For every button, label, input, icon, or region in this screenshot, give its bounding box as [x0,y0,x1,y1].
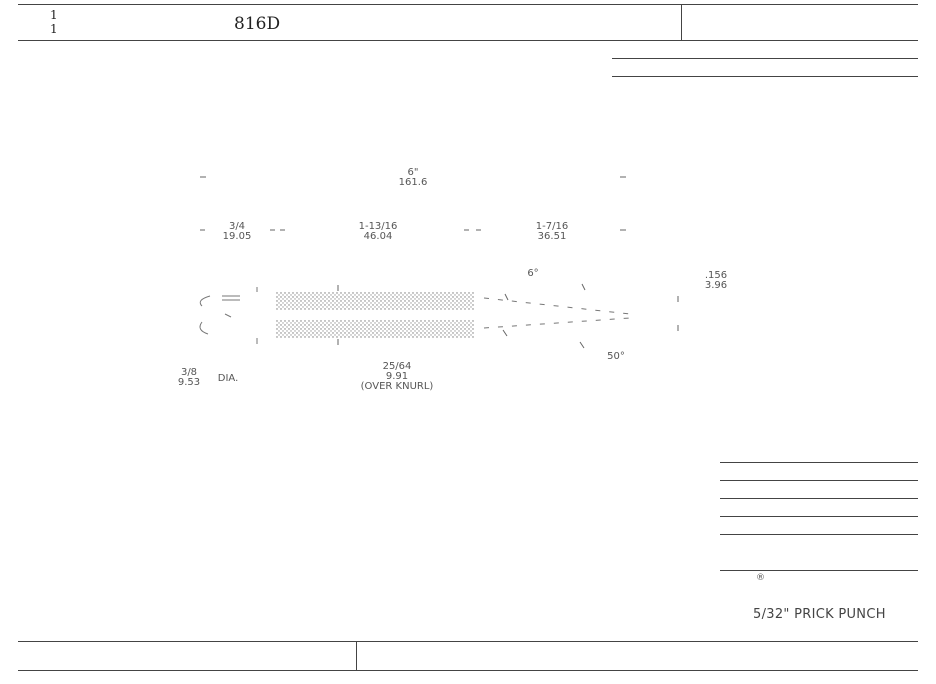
knurl-length-mm: 46.04 [363,231,393,242]
part-number: 816D [234,14,281,34]
head-length-in: 3/4 [228,221,246,232]
knurled-section-upper [276,292,474,310]
notes-line-1 [720,462,918,463]
taper-length-dimension: 1-7/16 36.51 [523,222,581,242]
shank-diameter-in: 3/8 [180,367,198,378]
revision-line-1 [612,58,918,59]
knurl-length-dimension: 1-13/16 46.04 [347,222,409,242]
tip-diameter-mm: 3.96 [704,280,728,291]
sheet-number-top: 1 [50,8,58,22]
notes-line-4 [720,516,918,517]
bottom-block-top-line [18,641,918,642]
revision-line-2 [612,76,918,77]
overall-length-mm: 161.6 [398,177,428,188]
overall-length-in: 6" [407,167,419,178]
bottom-block-bottom-line [18,670,918,671]
top-border-line [18,4,918,5]
taper-transition-marks [502,283,586,349]
head-length-mm: 19.05 [222,231,252,242]
knurl-length-in: 1-13/16 [358,221,398,232]
sheet-number-bottom: 1 [50,22,58,36]
punch-head [199,287,258,344]
bottom-block-divider [356,641,357,670]
knurl-diameter-in: 25/64 [382,361,412,372]
overall-length-dimension: 6" 161.6 [385,168,441,188]
knurl-diameter-mm: 9.91 [385,371,409,382]
shank-diameter-mm: 9.53 [177,377,201,388]
registered-symbol: ® [756,573,765,583]
tip-diameter-in: .156 [704,270,728,281]
head-length-dimension: 3/4 19.05 [212,222,262,242]
notes-line-3 [720,498,918,499]
knurl-diameter-dimension: 25/64 9.91 (OVER KNURL) [345,362,449,392]
taper-length-mm: 36.51 [537,231,567,242]
notes-line-2 [720,480,918,481]
knurled-section-lower [276,320,474,338]
taper-length-in: 1-7/16 [535,221,569,232]
tip-diameter-dimension: .156 3.96 [694,271,738,291]
point-angle-large: 50° [607,351,625,362]
diameter-label: DIA. [217,373,239,384]
taper-angle-small: 6° [527,268,539,279]
knurl-note: (OVER KNURL) [360,381,434,392]
notes-line-6 [720,570,918,571]
notes-line-5 [720,534,918,535]
shank-diameter-dimension: 3/8 9.53 [170,368,208,388]
tool-name: 5/32" PRICK PUNCH [753,607,886,622]
taper-outline [483,297,631,329]
top-header-bottom-line [18,40,918,41]
top-header-divider [681,4,682,40]
